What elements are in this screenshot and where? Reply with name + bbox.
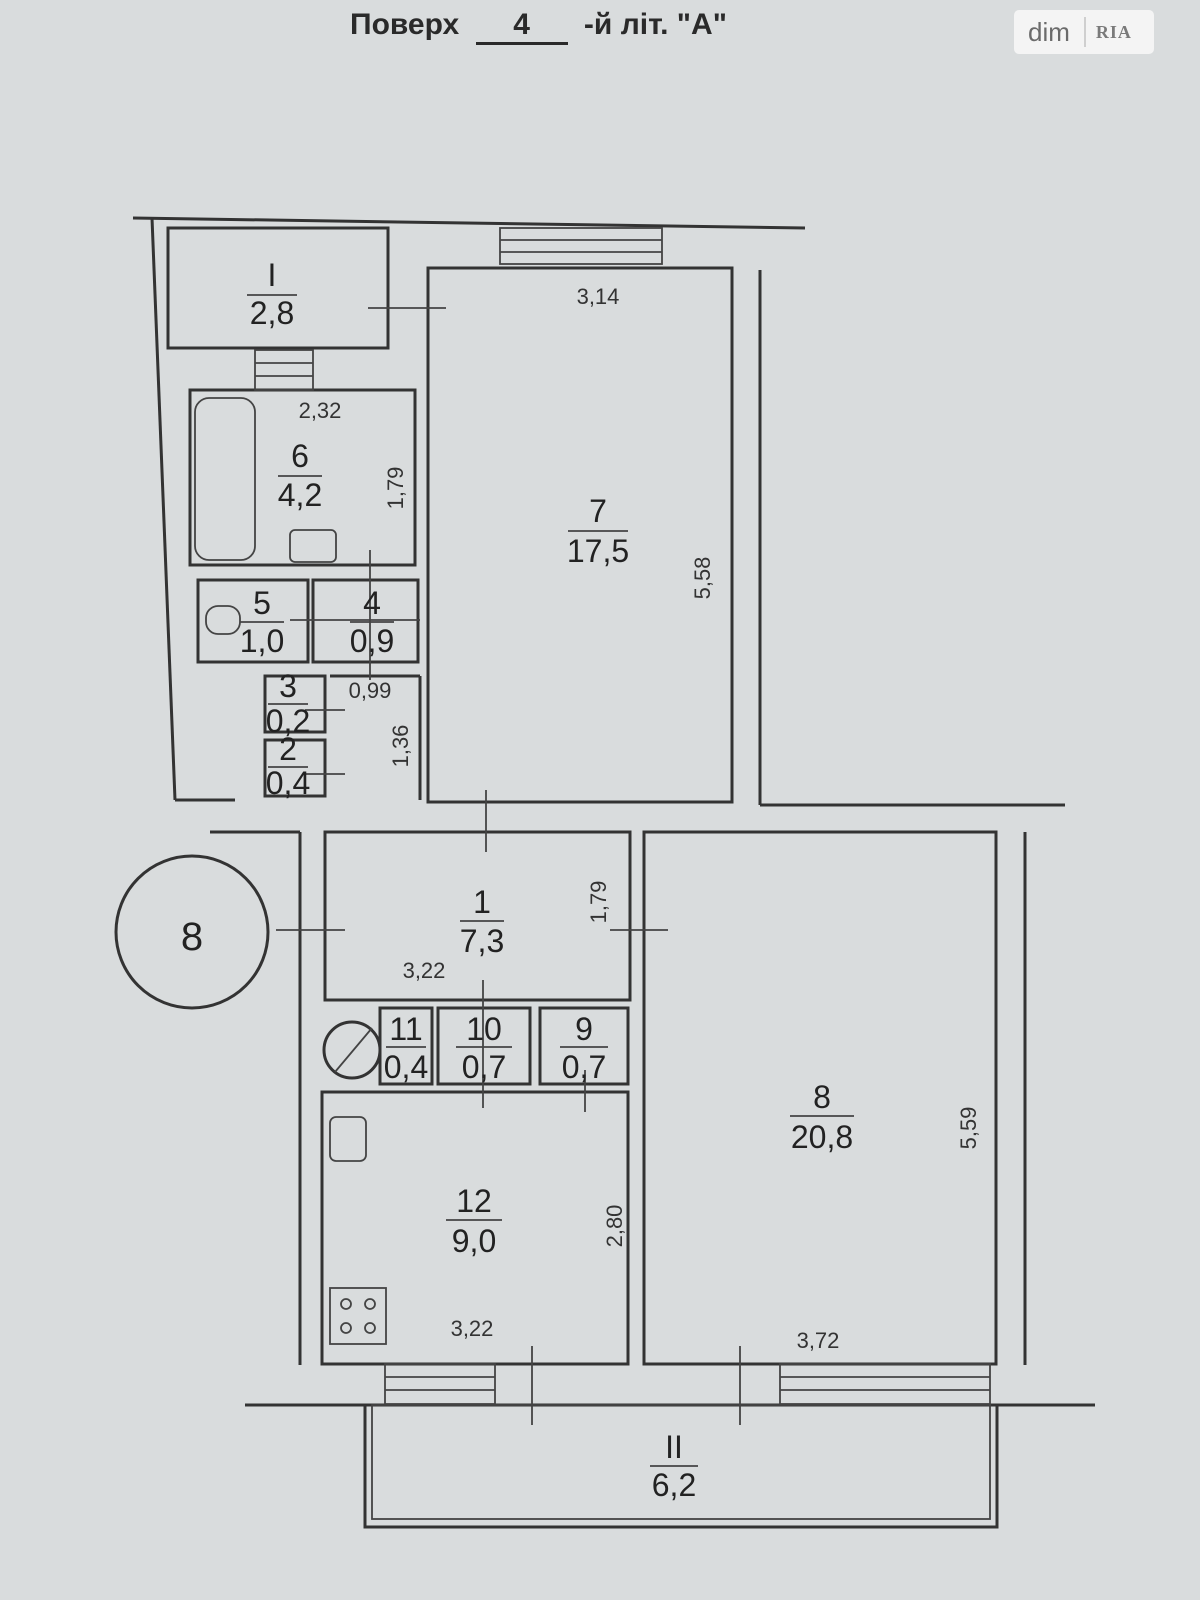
dim-corridor-width: 0,99: [349, 678, 392, 703]
dim-room12-length: 2,80: [602, 1205, 627, 1248]
room-area: 0,9: [350, 623, 394, 659]
dim-room8-length: 5,59: [956, 1107, 981, 1150]
room-area: 0,7: [562, 1049, 606, 1085]
dim-room1-length: 1,79: [586, 881, 611, 924]
floor-number: 4: [475, 0, 568, 45]
room-area: 0,2: [266, 703, 310, 739]
room-number: 7: [589, 493, 607, 529]
stair-circle: [114, 854, 270, 1010]
dimension-labels: 3,14 5,58 2,32 1,79 0,99 1,36 1,79 3,22 …: [299, 284, 981, 1353]
room-area: 1,0: [240, 623, 284, 659]
window-room-12: [384, 1363, 496, 1405]
stair-number: 8: [181, 915, 203, 959]
room-4-outline: [311, 578, 420, 664]
dim-room7-width: 3,14: [577, 284, 620, 309]
room-area: 17,5: [567, 533, 629, 569]
room-1-outline: [323, 830, 632, 1002]
logo-ria-box: RIA: [1083, 17, 1142, 47]
room-10-outline: [436, 1006, 532, 1086]
room-number: 8: [813, 1079, 831, 1115]
stove-icon: [329, 1287, 387, 1345]
room-number: 6: [291, 438, 309, 474]
dim-room6-length: 1,79: [383, 467, 408, 510]
room-number: 1: [473, 884, 491, 920]
sink-icon: [289, 529, 337, 563]
stair-marker: 8: [114, 854, 270, 1010]
floor-prefix: Поверх: [350, 8, 460, 41]
room-number: 9: [575, 1011, 593, 1047]
room-number: 4: [363, 585, 381, 621]
room-number: 12: [456, 1183, 492, 1219]
room-7-outline: [426, 266, 734, 804]
dim-room7-length: 5,58: [690, 557, 715, 600]
walls: [132, 216, 1095, 1529]
room-area: 20,8: [791, 1119, 853, 1155]
window-room-6: [254, 349, 314, 391]
room-5-outline: [196, 578, 310, 664]
room-area: 0,4: [266, 765, 310, 801]
balcony-I-outline: [166, 226, 390, 350]
dim-room12-width: 3,22: [451, 1316, 494, 1341]
room-number: II: [665, 1429, 683, 1465]
floor-suffix: -й літ. "А": [583, 8, 727, 41]
room-area: 6,2: [652, 1467, 696, 1503]
bathtub-icon: [194, 397, 256, 561]
room-number: 10: [466, 1011, 502, 1047]
room-area: 7,3: [460, 923, 504, 959]
window-room-7: [499, 227, 663, 265]
boiler-icon: [322, 1020, 382, 1080]
logo-dim-text: dim: [1028, 16, 1070, 47]
dim-corridor-length: 1,36: [388, 725, 413, 768]
room-area: 4,2: [278, 477, 322, 513]
toilet-icon: [205, 605, 241, 635]
dimria-logo: dim RIA: [1014, 10, 1154, 54]
room-area: 9,0: [452, 1223, 496, 1259]
room-number: 2: [279, 731, 297, 767]
dim-room1-width: 3,22: [403, 958, 446, 983]
room-number: 5: [253, 585, 271, 621]
dim-room6-width: 2,32: [299, 398, 342, 423]
room-area: 0,4: [384, 1049, 428, 1085]
room-labels: I 2,8 6 4,2 5 1,0 4 0,9 3 0,2 2 0,4 7 17…: [240, 257, 854, 1503]
dim-room8-width: 3,72: [797, 1328, 840, 1353]
room-2-outline: [263, 738, 327, 798]
floor-header: Поверх 4 -й літ. "А": [350, 0, 727, 45]
room-9-outline: [538, 1006, 630, 1086]
room-area: 2,8: [250, 295, 294, 331]
room-3-outline: [263, 674, 327, 734]
kitchen-sink-icon: [329, 1116, 367, 1162]
room-number: 11: [389, 1011, 422, 1047]
window-room-8: [779, 1363, 991, 1405]
room-area: 0,7: [462, 1049, 506, 1085]
logo-ria-text: RIA: [1095, 21, 1132, 42]
room-number: I: [268, 257, 277, 293]
room-number: 3: [279, 668, 297, 704]
